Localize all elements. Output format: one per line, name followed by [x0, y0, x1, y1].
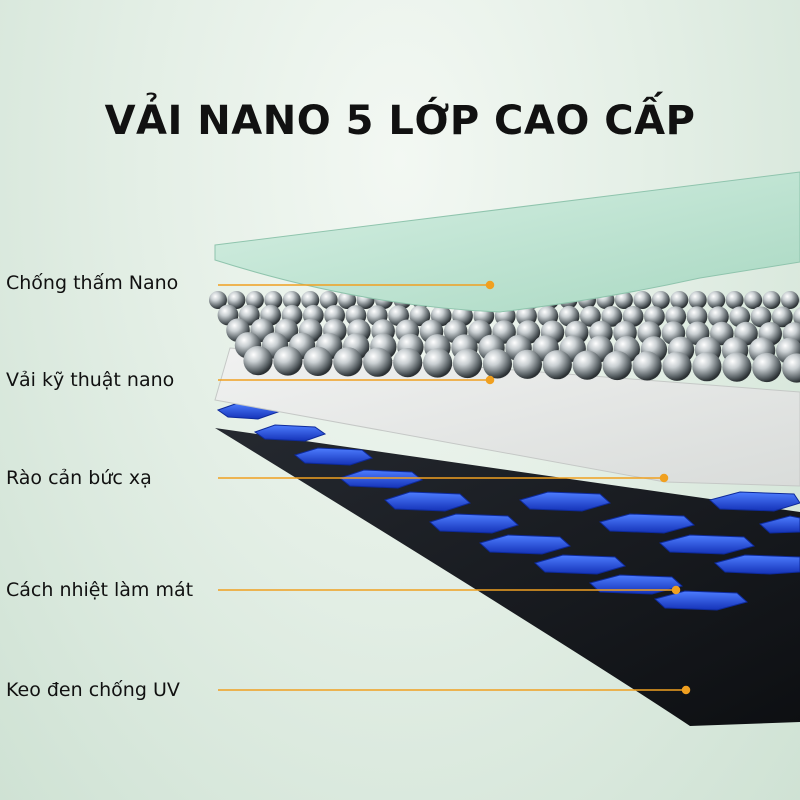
nano-ball [303, 346, 333, 376]
nano-ball [452, 348, 483, 379]
leader-dot [485, 375, 495, 385]
nano-ball [572, 350, 602, 380]
nano-ball [580, 305, 601, 327]
nano-ball [338, 291, 357, 309]
nano-ball [722, 352, 752, 382]
leader-lines [218, 280, 691, 695]
nano-ball [363, 347, 393, 377]
leader-dot [485, 280, 495, 290]
nano-ball [301, 291, 320, 309]
nano-ball [393, 348, 423, 378]
waterproof-top-layer [214, 171, 800, 313]
nano-ball [750, 306, 772, 328]
leader-dot [671, 585, 681, 595]
nano-ball [744, 291, 763, 309]
nano-ball [614, 291, 633, 309]
nano-ball [781, 291, 799, 309]
nano-ball [602, 350, 632, 381]
nano-ball [409, 305, 431, 327]
nano-ball [692, 352, 722, 382]
leader-dot [681, 685, 691, 695]
nano-ball [762, 291, 781, 309]
nano-ball [662, 351, 692, 381]
nano-ball [209, 291, 227, 309]
nano-ball [670, 291, 689, 309]
nano-ball [707, 291, 726, 309]
nano-ball [686, 306, 708, 327]
nano-ball [264, 291, 283, 309]
nano-ball [725, 291, 744, 309]
nano-ball [273, 346, 303, 376]
nano-ball [243, 346, 273, 376]
nano-ball [227, 291, 246, 309]
layer-label-uv-glue: Keo đen chống UV [6, 679, 180, 701]
layer-label-waterproof: Chống thấm Nano [6, 272, 179, 294]
nano-ball [793, 307, 800, 327]
nano-ball [782, 353, 800, 383]
nano-ball [688, 291, 707, 309]
layer-label-nano-fabric: Vải kỹ thuật nano [6, 369, 175, 391]
layer-label-radiation-barrier: Rào cản bức xạ [6, 467, 152, 489]
leader-dot [659, 473, 669, 483]
nano-ball [633, 291, 652, 309]
nano-ball [601, 306, 623, 327]
layer-label-thermal-cooling: Cách nhiệt làm mát [6, 579, 194, 601]
nano-ball [282, 291, 301, 309]
nano-ball [319, 291, 338, 309]
nano-ball [752, 352, 782, 383]
nano-ball-layer [209, 291, 800, 383]
uv-black-layer [215, 428, 800, 726]
nano-ball [245, 291, 264, 309]
nano-ball [542, 350, 572, 380]
nano-ball [333, 347, 363, 377]
nano-ball [632, 351, 662, 381]
nano-ball [771, 306, 793, 328]
nano-ball [651, 291, 670, 309]
nano-ball [482, 349, 512, 379]
nano-ball [423, 348, 453, 378]
page-title: VẢI NANO 5 LỚP CAO CẤP [104, 98, 696, 144]
nano-ball [512, 349, 543, 379]
